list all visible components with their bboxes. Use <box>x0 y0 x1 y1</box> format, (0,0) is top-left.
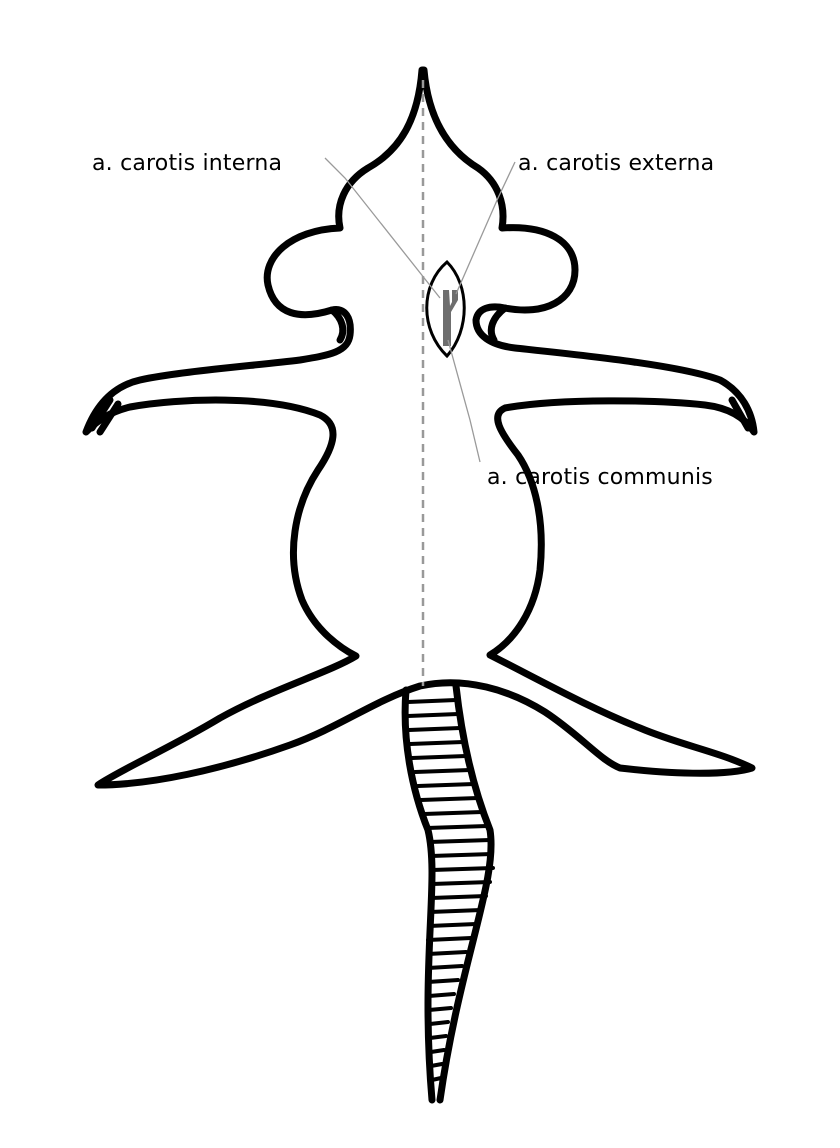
tail <box>405 686 493 1100</box>
leader-line-communis <box>448 340 480 462</box>
label-external-carotid: a. carotis externa <box>518 151 714 177</box>
label-common-carotid: a. carotis communis <box>487 465 713 491</box>
label-internal-carotid: a. carotis interna <box>92 151 282 177</box>
left-ear-notch <box>332 310 343 340</box>
incision-window <box>427 262 465 356</box>
rat-body-outline <box>86 70 754 785</box>
right-ear-notch <box>491 308 505 340</box>
